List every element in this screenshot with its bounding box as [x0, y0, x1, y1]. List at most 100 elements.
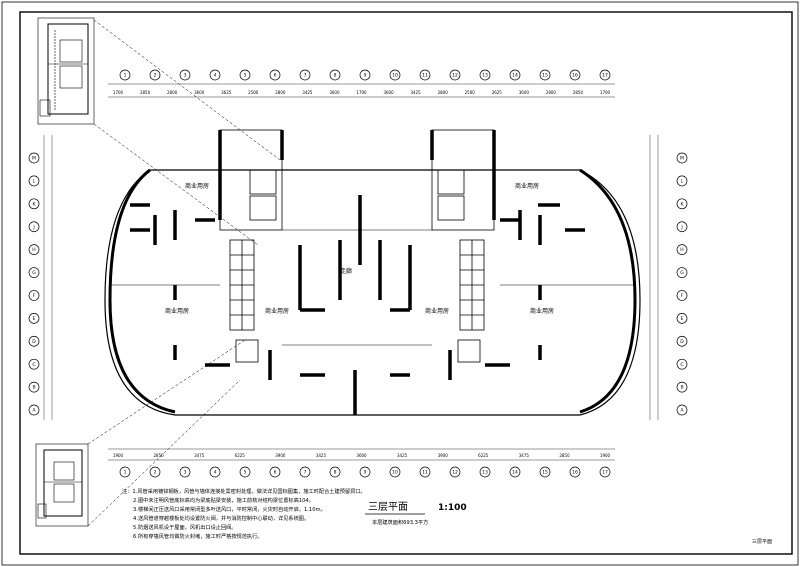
axis-bubble-bottom: 15 [539, 466, 551, 478]
dimension-value: 3900 [438, 453, 449, 458]
axis-label: 3 [184, 470, 187, 476]
dimension-value: 3475 [519, 453, 530, 458]
axis-bubble-left: A [28, 404, 40, 416]
dimension-value: 2850 [573, 90, 584, 95]
dimension-value: 3600 [194, 90, 205, 95]
svg-text:走廊: 走廊 [340, 267, 352, 275]
axis-label: 6 [274, 470, 277, 476]
axis-label: H [680, 247, 683, 253]
note-line: 6.所有穿墙风管均做防火封堵，施工时严格按规范执行。 [133, 532, 262, 540]
axis-label: 1 [124, 470, 127, 476]
axis-bubble-bottom: 1 [119, 466, 131, 478]
axis-label: D [680, 339, 684, 345]
area-note: 本层建筑面积693.3平方 [372, 518, 428, 526]
axis-bubble-bottom: 9 [359, 466, 371, 478]
dimension-value: 1700 [356, 90, 367, 95]
axis-bubble-top: 13 [479, 69, 491, 81]
dimension-value: 3625 [492, 90, 503, 95]
axis-label: M [680, 156, 684, 162]
axis-label: J [32, 224, 34, 230]
axis-bubble-left: J [28, 221, 40, 233]
dimension-value: 2500 [465, 90, 476, 95]
axis-label: 4 [214, 470, 217, 476]
note-line: 注：1.风管采用镀锌钢板，风管与墙体连接处需密封处理，做法详见国标图集，施工时配… [122, 487, 366, 495]
left-core [219, 129, 283, 363]
axis-label: 8 [334, 470, 337, 476]
partitions [110, 169, 635, 346]
axis-bubble-left: M [28, 152, 40, 164]
svg-text:商业用房: 商业用房 [265, 307, 289, 315]
axis-label: E [33, 316, 36, 322]
axis-bubble-bottom: 2 [149, 466, 161, 478]
dimension-value: 3425 [302, 90, 313, 95]
axis-label: 10 [392, 73, 398, 79]
axis-bubble-bottom: 8 [329, 466, 341, 478]
axis-bubble-left: K [28, 198, 40, 210]
svg-text:商业用房: 商业用房 [165, 307, 189, 315]
axis-label: G [32, 270, 36, 276]
structural-walls [130, 130, 585, 415]
axis-bubble-top: 7 [299, 69, 311, 81]
axis-bubble-bottom: 6 [269, 466, 281, 478]
axis-bubble-top: 12 [449, 69, 461, 81]
axis-label: 2 [154, 470, 157, 476]
axis-label: 13 [482, 470, 488, 476]
room-labels: 商业用房 商业用房 商业用房 商业用房 商业用房 商业用房 走廊 [165, 182, 554, 315]
axis-label: J [680, 224, 682, 230]
key-plan-bottom [35, 443, 89, 527]
axis-bubble-bottom: 16 [569, 466, 581, 478]
axis-label: 4 [214, 73, 217, 79]
axis-label: G [680, 270, 684, 276]
dimension-value: 3425 [397, 453, 408, 458]
axis-label: 16 [572, 73, 578, 79]
dimension-value: 3600 [356, 453, 367, 458]
axis-bubble-top: 9 [359, 69, 371, 81]
right-core [431, 129, 495, 363]
axis-label: 16 [572, 470, 578, 476]
axis-bubble-right: L [676, 175, 688, 187]
axis-label: 7 [304, 470, 307, 476]
svg-text:商业用房: 商业用房 [530, 307, 554, 315]
axis-label: D [32, 339, 36, 345]
dimension-value: 3475 [194, 453, 205, 458]
key-plan-top [37, 17, 95, 125]
axis-bubble-top: 10 [389, 69, 401, 81]
dimension-value: 3600 [329, 90, 340, 95]
axis-bubble-top: 6 [269, 69, 281, 81]
axis-bubble-bottom: 12 [449, 466, 461, 478]
svg-text:商业用房: 商业用房 [515, 182, 539, 190]
axis-bubble-bottom: 14 [509, 466, 521, 478]
axis-bubble-left: C [28, 358, 40, 370]
dimension-lines [43, 83, 659, 461]
dimension-value: 3425 [411, 90, 422, 95]
axis-bubble-top: 8 [329, 69, 341, 81]
axis-bubble-bottom: 13 [479, 466, 491, 478]
dimension-value: 1700 [600, 90, 611, 95]
axis-bubble-left: G [28, 267, 40, 278]
dimension-value: 1700 [113, 90, 124, 95]
axis-label: F [33, 293, 36, 299]
dimension-value: 2500 [248, 90, 259, 95]
axis-bubble-top: 3 [179, 69, 191, 81]
sheet-label: 三层平面 [752, 539, 772, 545]
axis-bubble-top: 2 [149, 69, 161, 81]
svg-text:商业用房: 商业用房 [425, 307, 449, 315]
axis-bubble-bottom: 17 [599, 466, 611, 478]
axis-bubble-top: 1 [119, 69, 131, 81]
axis-bubble-right: H [676, 244, 688, 255]
axis-label: B [680, 385, 683, 391]
axis-label: A [32, 408, 36, 414]
axis-label: C [680, 362, 683, 368]
axis-label: K [33, 201, 37, 207]
axis-label: L [681, 179, 684, 185]
axis-label: 14 [512, 470, 518, 476]
dimension-value: 6225 [478, 453, 489, 458]
dimension-value: 1900 [113, 453, 124, 458]
building-outline [104, 168, 641, 416]
